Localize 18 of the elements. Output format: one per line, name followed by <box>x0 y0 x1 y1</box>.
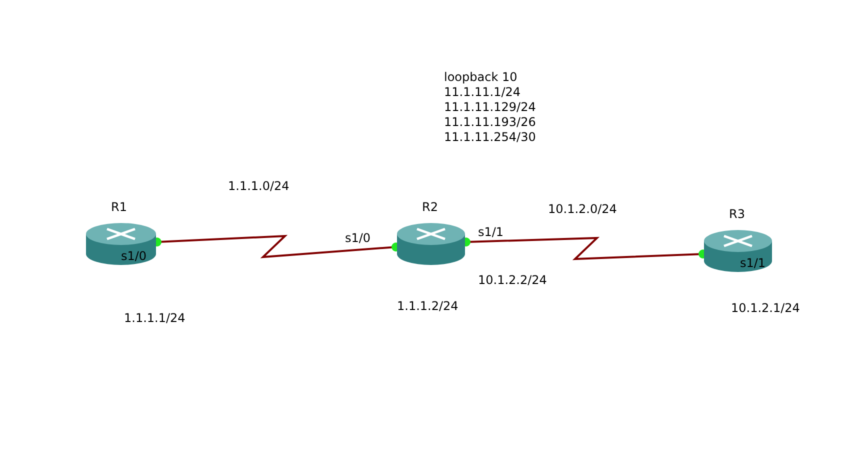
address-label: s1/1 <box>740 256 766 271</box>
address-label: 11.1.11.193/26 <box>444 115 536 130</box>
router-name: R3 <box>729 207 745 221</box>
address-label: s1/1 <box>478 225 504 240</box>
router-name: R2 <box>422 200 438 214</box>
address-label: 10.1.2.0/24 <box>548 202 617 217</box>
address-label: loopback 10 <box>444 70 518 85</box>
address-label: 10.1.2.1/24 <box>731 301 800 316</box>
address-label: s1/0 <box>345 231 371 246</box>
address-label: 1.1.1.1/24 <box>124 311 186 326</box>
address-label: s1/0 <box>121 249 147 264</box>
address-label: 1.1.1.2/24 <box>397 299 458 314</box>
address-label: 11.1.11.129/24 <box>444 100 536 115</box>
address-label: 10.1.2.2/24 <box>478 273 547 288</box>
address-label: 11.1.11.254/30 <box>444 130 536 145</box>
router-name: R1 <box>111 200 127 214</box>
address-label: 1.1.1.0/24 <box>228 179 290 194</box>
address-label: 11.1.11.1/24 <box>444 85 521 100</box>
